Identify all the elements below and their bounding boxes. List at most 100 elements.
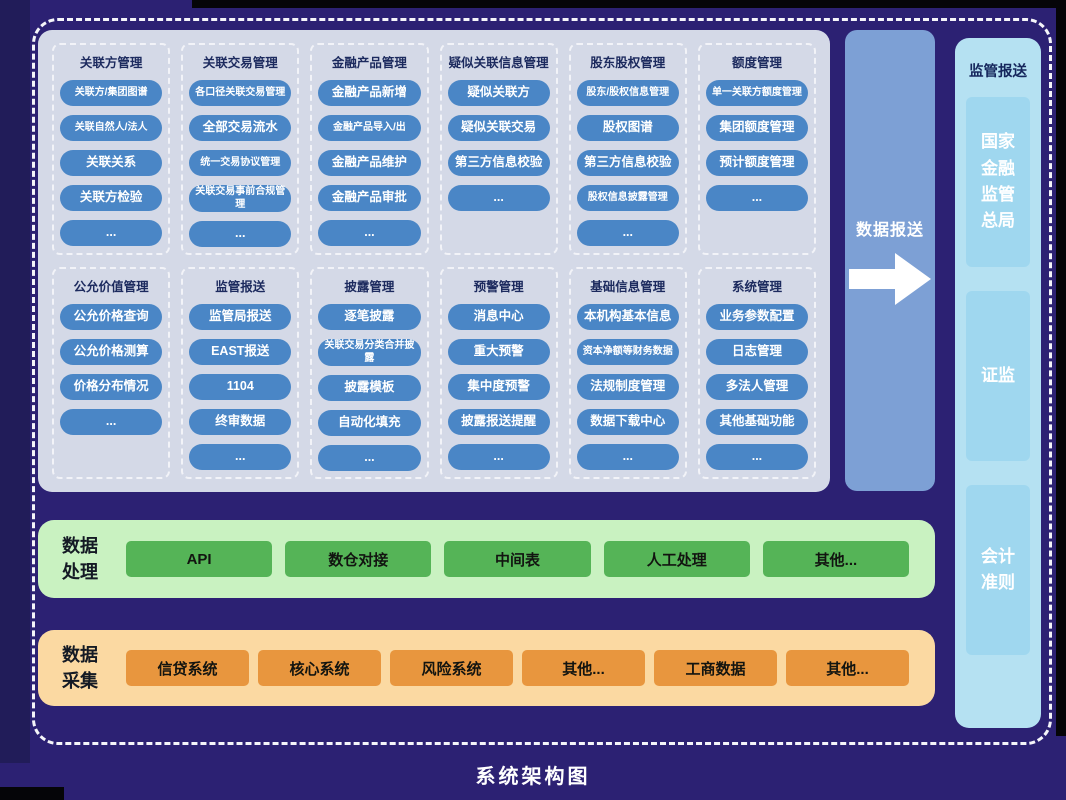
module-button: EAST报送 <box>189 339 292 365</box>
screen-edge-bottom-left <box>0 787 64 800</box>
module-panel: 关联方管理关联方/集团图谱关联自然人/法人关联关系关联方检验...关联交易管理各… <box>38 30 830 492</box>
processing-button: 其他... <box>762 541 910 577</box>
data-collection-label: 数据采集 <box>62 644 98 691</box>
data-collection-panel: 数据采集 信贷系统核心系统风险系统其他...工商数据其他... <box>38 630 935 706</box>
module-button: 关联交易事前合规管理 <box>189 185 292 212</box>
right-arrow-icon <box>849 253 931 305</box>
module-button: 自动化填充 <box>318 410 421 436</box>
module-group: 金融产品管理金融产品新增金融产品导入/出金融产品维护金融产品审批... <box>310 43 429 255</box>
module-group-title: 监管报送 <box>215 280 266 294</box>
module-more-button: ... <box>318 445 421 471</box>
module-button: 疑似关联交易 <box>447 115 550 141</box>
data-processing-label: 数据处理 <box>62 535 98 582</box>
module-group: 披露管理逐笔披露关联交易分类合并披露披露模板自动化填充... <box>310 267 429 479</box>
module-button: 披露模板 <box>318 375 421 401</box>
module-more-button: ... <box>318 220 421 246</box>
module-more-button: ... <box>705 185 809 211</box>
module-button: 多法人管理 <box>705 374 809 400</box>
regulatory-target-label: 国家金融监管总局 <box>981 132 1015 231</box>
module-row-1: 关联方管理关联方/集团图谱关联自然人/法人关联关系关联方检验...关联交易管理各… <box>52 43 817 255</box>
processing-button: 中间表 <box>444 541 591 577</box>
module-button: 关联关系 <box>60 150 163 176</box>
module-group-title: 关联交易管理 <box>202 56 278 70</box>
module-more-button: ... <box>189 221 292 247</box>
module-more-button: ... <box>60 409 163 435</box>
collection-button: 核心系统 <box>258 650 381 686</box>
module-button: 金融产品导入/出 <box>318 115 421 141</box>
module-button: 终审数据 <box>189 409 292 435</box>
module-button: 疑似关联方 <box>447 80 550 106</box>
module-group-title: 披露管理 <box>344 280 395 294</box>
collection-button: 工商数据 <box>654 650 777 686</box>
module-group-title: 系统管理 <box>731 280 782 294</box>
module-group: 股东股权管理股东/股权信息管理股权图谱第三方信息校验股权信息披露管理... <box>568 43 687 255</box>
processing-button: API <box>126 541 273 577</box>
regulatory-report-panel: 监管报送 国家金融监管总局证监会计准则 <box>955 38 1041 728</box>
module-button: 资本净额等财务数据 <box>576 339 679 365</box>
module-button: 关联方/集团图谱 <box>60 80 163 106</box>
module-group: 公允价值管理公允价格查询公允价格测算价格分布情况... <box>52 267 171 479</box>
module-group-title: 额度管理 <box>731 56 782 70</box>
data-report-panel: 数据报送 <box>845 30 935 491</box>
module-more-button: ... <box>60 220 163 246</box>
module-button: 法规制度管理 <box>576 374 679 400</box>
module-button: 单一关联方额度管理 <box>705 80 809 106</box>
diagram-dashed-frame <box>32 18 1052 745</box>
module-more-button: ... <box>705 444 809 470</box>
module-button: 各口径关联交易管理 <box>189 80 292 106</box>
page-title: 系统架构图 <box>475 766 591 788</box>
module-button: 公允价格查询 <box>60 304 163 330</box>
module-button: 本机构基本信息 <box>576 304 679 330</box>
module-button: 股东/股权信息管理 <box>576 80 679 106</box>
module-button: 消息中心 <box>447 304 550 330</box>
module-button: 关联交易分类合并披露 <box>318 339 421 366</box>
module-group-title: 疑似关联信息管理 <box>448 56 549 70</box>
regulatory-target-label: 会计准则 <box>981 546 1015 592</box>
module-button: 股权图谱 <box>576 115 679 141</box>
regulatory-target-box: 证监 <box>966 291 1030 461</box>
collection-button: 风险系统 <box>390 650 513 686</box>
module-button: 1104 <box>189 374 292 400</box>
data-report-label: 数据报送 <box>855 222 924 239</box>
module-group-title: 预警管理 <box>473 280 524 294</box>
module-more-button: ... <box>189 444 292 470</box>
module-group-title: 金融产品管理 <box>331 56 407 70</box>
module-button: 公允价格测算 <box>60 339 163 365</box>
screen-edge-left <box>0 0 30 763</box>
module-button: 数据下载中心 <box>576 409 679 435</box>
regulatory-panel-title: 监管报送 <box>969 64 1027 80</box>
module-group-title: 关联方管理 <box>79 56 143 70</box>
processing-button: 人工处理 <box>603 541 750 577</box>
module-button: 集中度预警 <box>447 374 550 400</box>
module-button: 统一交易协议管理 <box>189 150 292 176</box>
module-button: 金融产品维护 <box>318 150 421 176</box>
module-button: 预计额度管理 <box>705 150 809 176</box>
module-button: 日志管理 <box>705 339 809 365</box>
screen-edge-right <box>1056 0 1066 736</box>
module-button: 第三方信息校验 <box>576 150 679 176</box>
collection-button: 其他... <box>522 650 645 686</box>
module-group-title: 基础信息管理 <box>590 280 666 294</box>
module-group: 关联方管理关联方/集团图谱关联自然人/法人关联关系关联方检验... <box>52 43 171 255</box>
module-more-button: ... <box>576 444 679 470</box>
module-group: 基础信息管理本机构基本信息资本净额等财务数据法规制度管理数据下载中心... <box>568 267 687 479</box>
module-button: 业务参数配置 <box>705 304 809 330</box>
module-button: 逐笔披露 <box>318 304 421 330</box>
module-button: 价格分布情况 <box>60 374 163 400</box>
module-group: 疑似关联信息管理疑似关联方疑似关联交易第三方信息校验... <box>439 43 558 255</box>
module-group: 系统管理业务参数配置日志管理多法人管理其他基础功能... <box>697 267 817 479</box>
module-button: 金融产品新增 <box>318 80 421 106</box>
module-group-title: 股东股权管理 <box>590 56 666 70</box>
regulatory-target-list: 国家金融监管总局证监会计准则 <box>966 97 1030 655</box>
module-button: 披露报送提醒 <box>447 409 550 435</box>
module-more-button: ... <box>576 220 679 246</box>
collection-button-list: 信贷系统核心系统风险系统其他...工商数据其他... <box>126 650 909 686</box>
module-button: 其他基础功能 <box>705 409 809 435</box>
module-button: 全部交易流水 <box>189 115 292 141</box>
module-more-button: ... <box>447 444 550 470</box>
